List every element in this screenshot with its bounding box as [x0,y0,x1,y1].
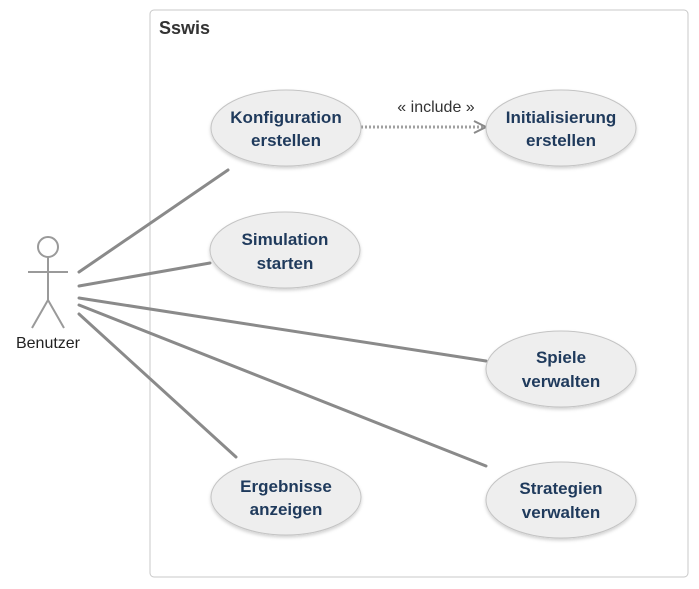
association-konfiguration [77,168,230,274]
usecase-label-line1: Simulation [242,230,329,249]
include-label: « include » [397,99,474,116]
usecase-label-line2: verwalten [522,503,600,522]
actor-right-leg [47,299,65,329]
usecase-label-line2: erstellen [251,131,321,150]
system-title: Sswis [159,18,210,38]
usecase-ellipse [209,211,361,289]
usecase-label-line1: Spiele [536,348,586,367]
actor-label: Benutzer [16,335,81,352]
association-ergebnisse [77,312,238,459]
associations [77,168,488,468]
association-spiele [77,296,488,363]
usecase-label-line2: anzeigen [250,500,323,519]
usecase-ellipse [210,89,362,167]
usecase-label-line1: Ergebnisse [240,477,332,496]
usecase-initialisierung-erstellen[interactable]: Initialisierung erstellen [485,89,637,167]
usecase-konfiguration-erstellen[interactable]: Konfiguration erstellen [210,89,362,167]
actor-left-leg [31,299,49,329]
usecase-ellipse [485,89,637,167]
usecase-spiele-verwalten[interactable]: Spiele verwalten [485,330,637,408]
usecase-ergebnisse-anzeigen[interactable]: Ergebnisse anzeigen [210,458,362,536]
usecase-label-line1: Initialisierung [506,108,617,127]
actor-head [37,236,59,258]
usecase-ellipse [210,458,362,536]
usecase-ellipse [485,330,637,408]
association-simulation [77,261,212,288]
association-strategien [77,303,488,468]
usecase-label-line2: verwalten [522,372,600,391]
usecase-strategien-verwalten[interactable]: Strategien verwalten [485,461,637,539]
usecase-ellipse [485,461,637,539]
usecase-label-line2: erstellen [526,131,596,150]
usecase-label-line1: Konfiguration [230,108,341,127]
usecase-label-line2: starten [257,254,314,273]
usecase-label-line1: Strategien [519,479,602,498]
actor-benutzer[interactable] [28,236,68,329]
usecase-simulation-starten[interactable]: Simulation starten [209,211,361,289]
